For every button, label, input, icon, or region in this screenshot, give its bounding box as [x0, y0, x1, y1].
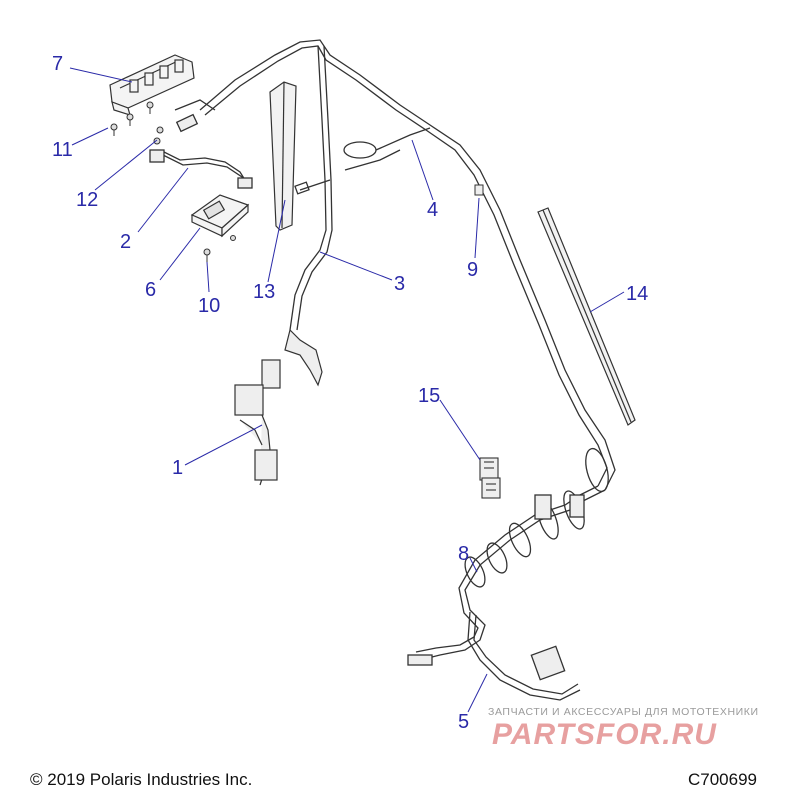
- callout-5: 5: [458, 711, 470, 733]
- callout-6: 6: [145, 279, 157, 301]
- callout-15: 15: [418, 385, 441, 407]
- callout-13: 13: [253, 281, 276, 303]
- callout-7: 7: [52, 53, 64, 75]
- connector-1: [234, 328, 323, 486]
- roof-harness: [199, 39, 616, 491]
- drawing-number: C700699: [688, 770, 758, 789]
- callout-10: 10: [198, 295, 221, 317]
- switch-bank-7: [109, 54, 195, 116]
- watermark-logo: PARTSFOR.RU: [492, 718, 717, 751]
- callout-9: 9: [467, 259, 479, 281]
- callout-11: 11: [52, 139, 73, 161]
- harness-2: [149, 99, 253, 189]
- connector-15: [479, 457, 501, 499]
- weather-strip-13: [269, 81, 297, 231]
- fasteners: [110, 101, 236, 262]
- watermark-tagline: ЗАПЧАСТИ И АКСЕССУАРЫ ДЛЯ МОТОТЕХНИКИ: [488, 706, 759, 718]
- leader-lines: [69, 67, 625, 713]
- callout-8: 8: [458, 543, 470, 565]
- callout-14: 14: [626, 283, 649, 305]
- clip-9: [474, 184, 484, 196]
- control-module-6: [190, 194, 250, 238]
- weather-strip-14: [537, 207, 636, 426]
- callout-3: 3: [394, 273, 406, 295]
- callout-4: 4: [427, 199, 439, 221]
- callout-12: 12: [76, 189, 99, 211]
- copyright: © 2019 Polaris Industries Inc.: [30, 770, 253, 789]
- callout-2: 2: [120, 231, 132, 253]
- harness-5: [407, 447, 609, 701]
- callout-1: 1: [172, 457, 184, 479]
